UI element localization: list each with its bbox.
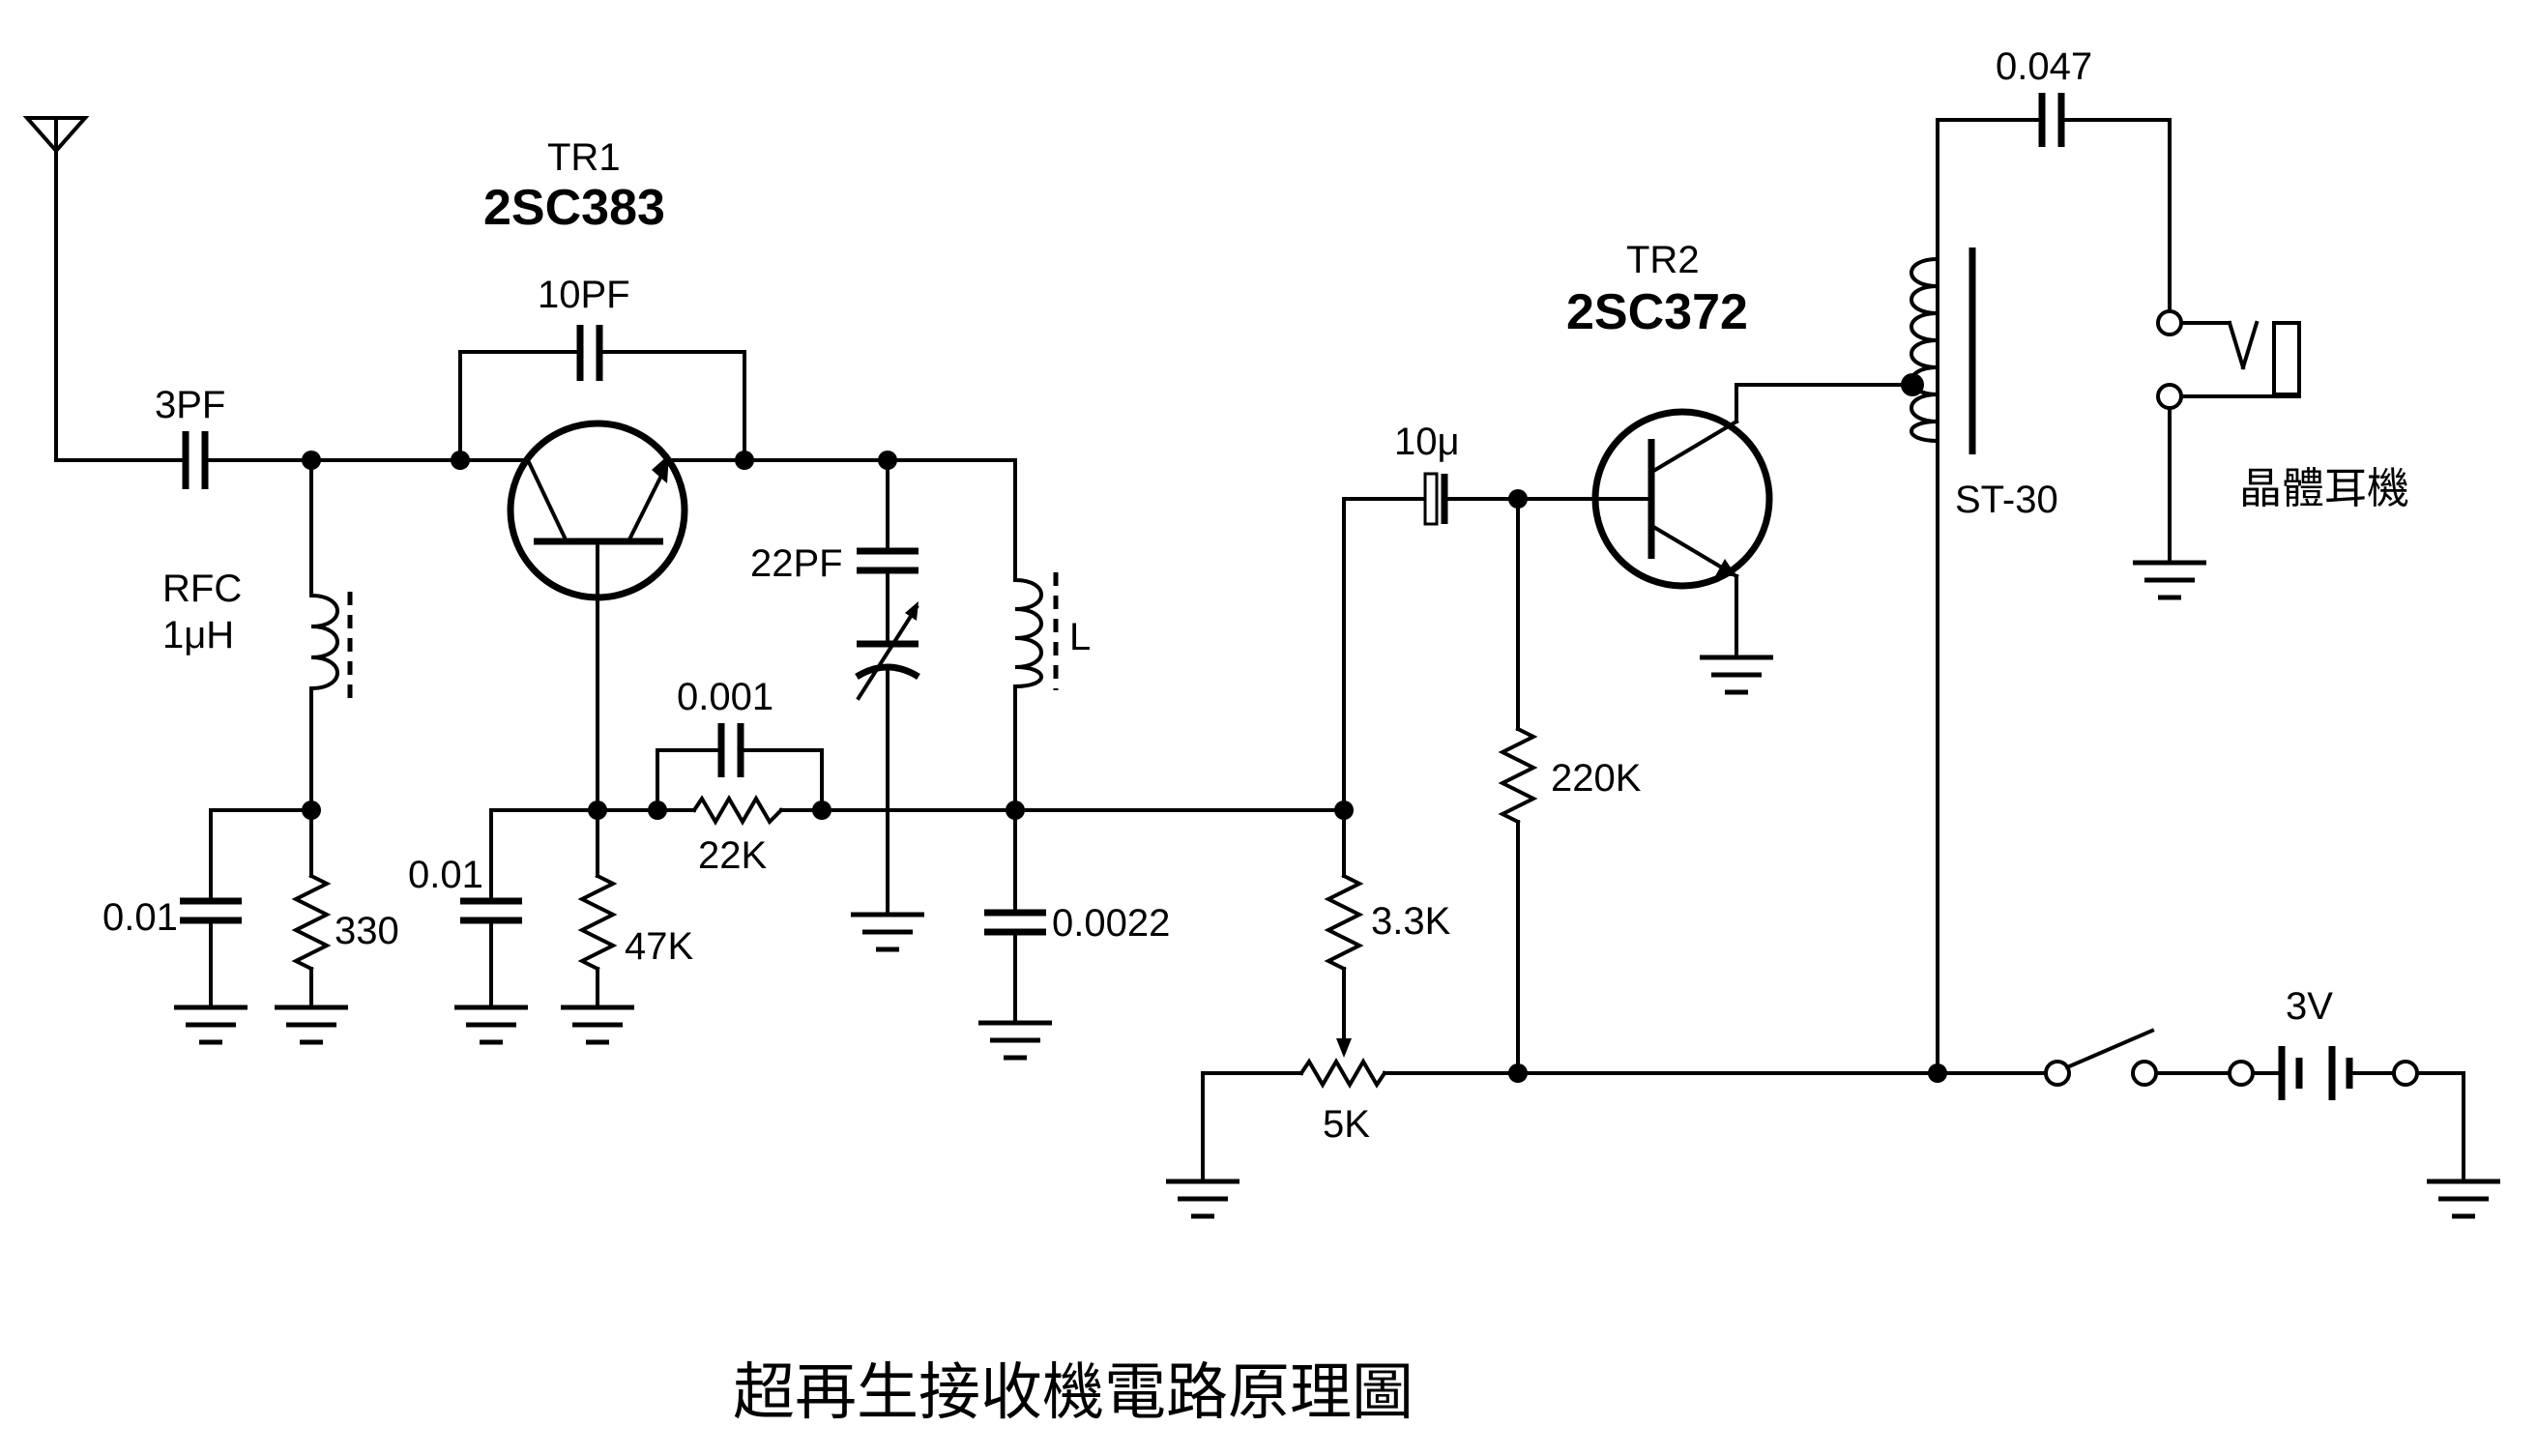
potentiometer-5k: [1298, 1058, 1387, 1089]
diagram-title: 超再生接收機電路原理圖: [733, 1357, 1414, 1429]
capacitor-0001: [717, 723, 744, 777]
label-5k: 5K: [1323, 1103, 1370, 1146]
label-rfc-value: 1μH: [162, 614, 234, 656]
battery-3v: [2228, 1046, 2419, 1100]
ground-icon: [275, 1005, 348, 1045]
transformer-st30: [1910, 248, 1976, 454]
capacitor-22pf: [857, 547, 919, 574]
label-33k: 3.3K: [1371, 900, 1451, 943]
ground-icon: [851, 912, 924, 952]
resistor-22k: [691, 795, 784, 826]
label-tr1-part: 2SC383: [483, 180, 665, 236]
resistor-330: [291, 873, 332, 972]
label-220k: 220K: [1551, 757, 1642, 800]
label-rfc-name: RFC: [162, 568, 242, 610]
label-330: 330: [335, 910, 399, 952]
ground-icon: [2427, 1179, 2500, 1219]
resistor-220k: [1498, 726, 1538, 825]
ground-icon: [1166, 1179, 1239, 1219]
antenna-symbol: [22, 116, 176, 462]
label-3pf: 3PF: [155, 384, 225, 426]
switch: [2044, 1028, 2158, 1087]
capacitor-3pf: [172, 431, 456, 489]
ground-icon: [174, 1005, 248, 1045]
label-0047: 0.047: [1996, 45, 2092, 88]
earphone-jack: [2156, 309, 2301, 410]
label-tr1-ref: TR1: [547, 136, 621, 179]
inductor-l: [1012, 572, 1059, 690]
inductor-rfc: [308, 592, 353, 704]
capacitor-10pf: [576, 325, 603, 381]
ground-icon: [561, 1005, 634, 1045]
label-001-left: 0.01: [102, 896, 178, 939]
capacitor-001-mid: [460, 897, 522, 924]
capacitor-001-left: [180, 897, 242, 924]
label-l: L: [1069, 616, 1091, 658]
junction-node: [1901, 373, 1924, 396]
label-10pf: 10PF: [538, 274, 630, 316]
ground-icon: [978, 1020, 1052, 1061]
ground-icon: [454, 1005, 528, 1045]
resistor-33k: [1324, 873, 1364, 972]
label-tr2-ref: TR2: [1626, 239, 1700, 281]
label-3v: 3V: [2286, 985, 2333, 1028]
capacitor-0047: [2038, 93, 2065, 147]
label-22k: 22K: [698, 834, 767, 877]
label-47k: 47K: [625, 925, 693, 968]
pot-wiper-arrow: [1336, 1038, 1352, 1058]
label-0001: 0.001: [677, 676, 773, 718]
ground-icon: [1700, 655, 1773, 695]
label-earphone: 晶體耳機: [2239, 464, 2409, 513]
label-001-mid: 0.01: [408, 854, 483, 896]
label-st30: ST-30: [1955, 479, 2058, 521]
label-22pf: 22PF: [750, 542, 843, 585]
capacitor-10u: [1423, 472, 1448, 526]
label-10u: 10μ: [1394, 421, 1460, 463]
transistor-tr1: [458, 420, 746, 812]
capacitor-00022: [984, 909, 1046, 936]
transistor-tr2: [1591, 383, 1912, 659]
label-00022: 0.0022: [1052, 902, 1170, 945]
resistor-47k: [577, 873, 618, 972]
label-tr2-part: 2SC372: [1566, 284, 1748, 340]
ground-icon: [2133, 560, 2206, 600]
